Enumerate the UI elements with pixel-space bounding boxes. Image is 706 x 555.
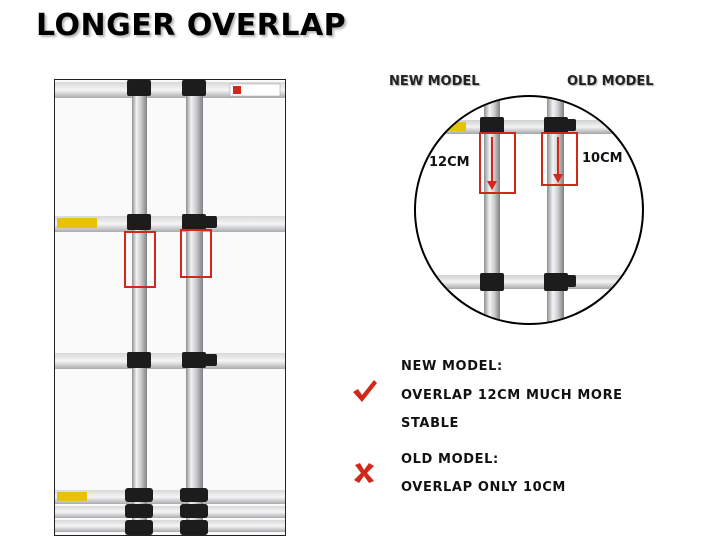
new-model-label: NEW MODEL xyxy=(389,74,480,89)
page-title: LONGER OVERLAP xyxy=(36,8,347,43)
new-overlap-value: 12CM xyxy=(429,155,470,170)
new-model-heading: NEW MODEL: xyxy=(401,359,503,374)
new-model-line2: STABLE xyxy=(401,416,459,431)
zoom-detail xyxy=(414,95,644,325)
old-overlap-value: 10CM xyxy=(582,151,623,166)
ladder-photo xyxy=(54,79,286,536)
old-model-heading: OLD MODEL: xyxy=(401,452,499,467)
old-model-label: OLD MODEL xyxy=(567,74,654,89)
new-model-line1: OVERLAP 12CM MUCH MORE xyxy=(401,388,623,403)
cross-mark-icon xyxy=(354,463,374,483)
old-model-line1: OVERLAP ONLY 10CM xyxy=(401,480,566,495)
check-mark-icon xyxy=(353,380,377,402)
